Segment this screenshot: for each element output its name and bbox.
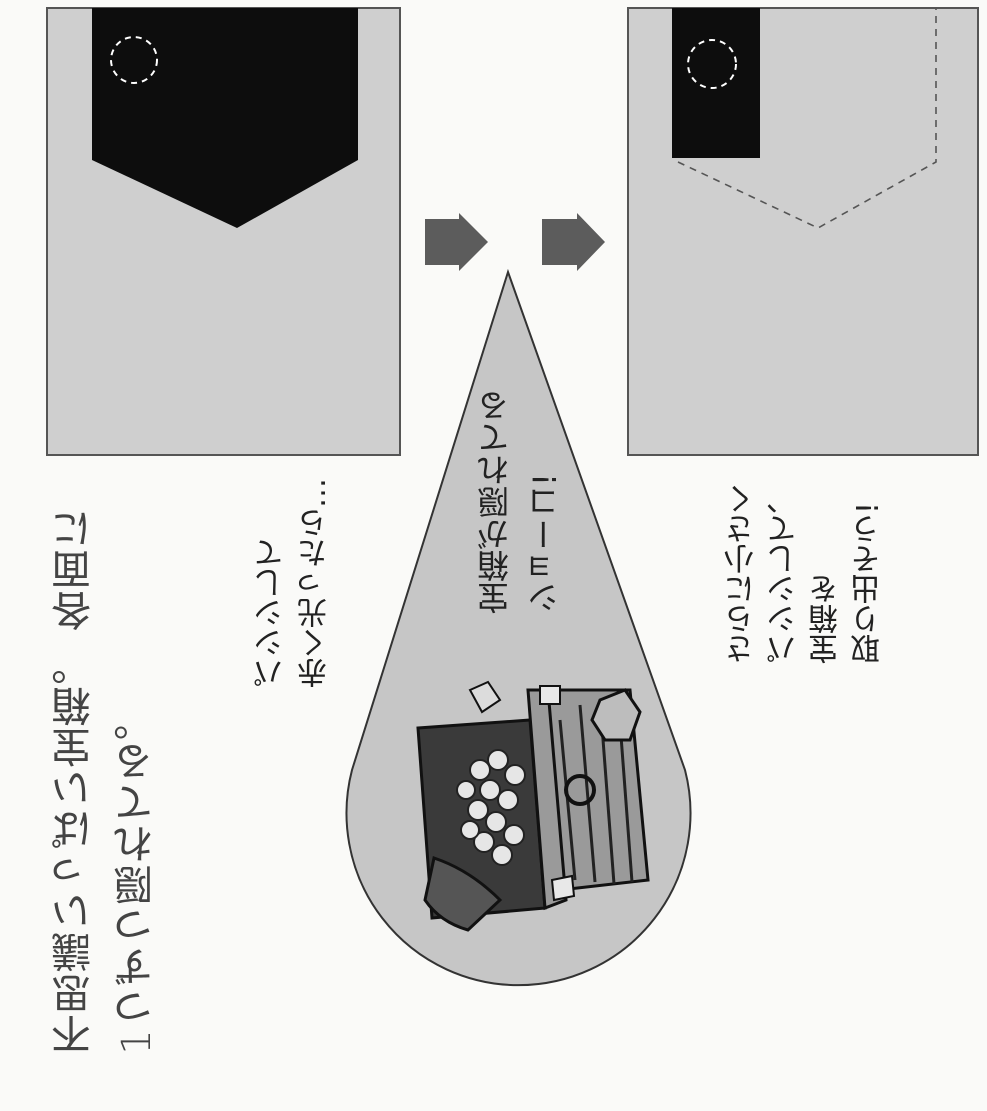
bubble-text: 宝箱が隠れてる ショーコ! [470, 390, 570, 614]
treasure-chest-icon [416, 680, 650, 932]
caption-step2-line-3: 宝箱を [809, 574, 844, 664]
arrow-down-icon [542, 213, 605, 271]
dashed-circle-icon [687, 39, 737, 89]
caption-step2-line-2: パシシして、 [767, 484, 802, 664]
caption-step2: さらに小さく パシシして、 宝箱を 取り出そう! [722, 484, 890, 664]
caption-step1-line-1: パシシして [254, 538, 289, 688]
pocket-outline [677, 8, 937, 229]
panel-after-frame [627, 7, 979, 456]
panel-before [46, 7, 401, 456]
caption-step1: パシシして 赤く光ったら… [250, 478, 338, 688]
intro-line-2: 1つずつ隠れてる。 [114, 700, 160, 1055]
arrow-down-icon [425, 213, 488, 271]
dark-strip-shape [672, 8, 760, 158]
caption-step1-line-2: 赤く光ったら… [298, 478, 333, 688]
panel-after [627, 7, 979, 456]
dark-pocket-shape [92, 8, 358, 228]
bubble-line-2: ショーコ! [526, 473, 564, 614]
caption-step2-line-4: 取り出そう! [851, 501, 886, 664]
intro-text: 不思議いっぱい宝箱。 各面に 1つずつ隠れてる。 [44, 508, 168, 1055]
intro-line-1: 不思議いっぱい宝箱。 各面に [52, 508, 98, 1055]
caption-step2-line-1: さらに小さく [725, 484, 760, 664]
bubble-line-1: 宝箱が隠れてる [476, 390, 514, 614]
dashed-circle-icon [110, 36, 158, 84]
